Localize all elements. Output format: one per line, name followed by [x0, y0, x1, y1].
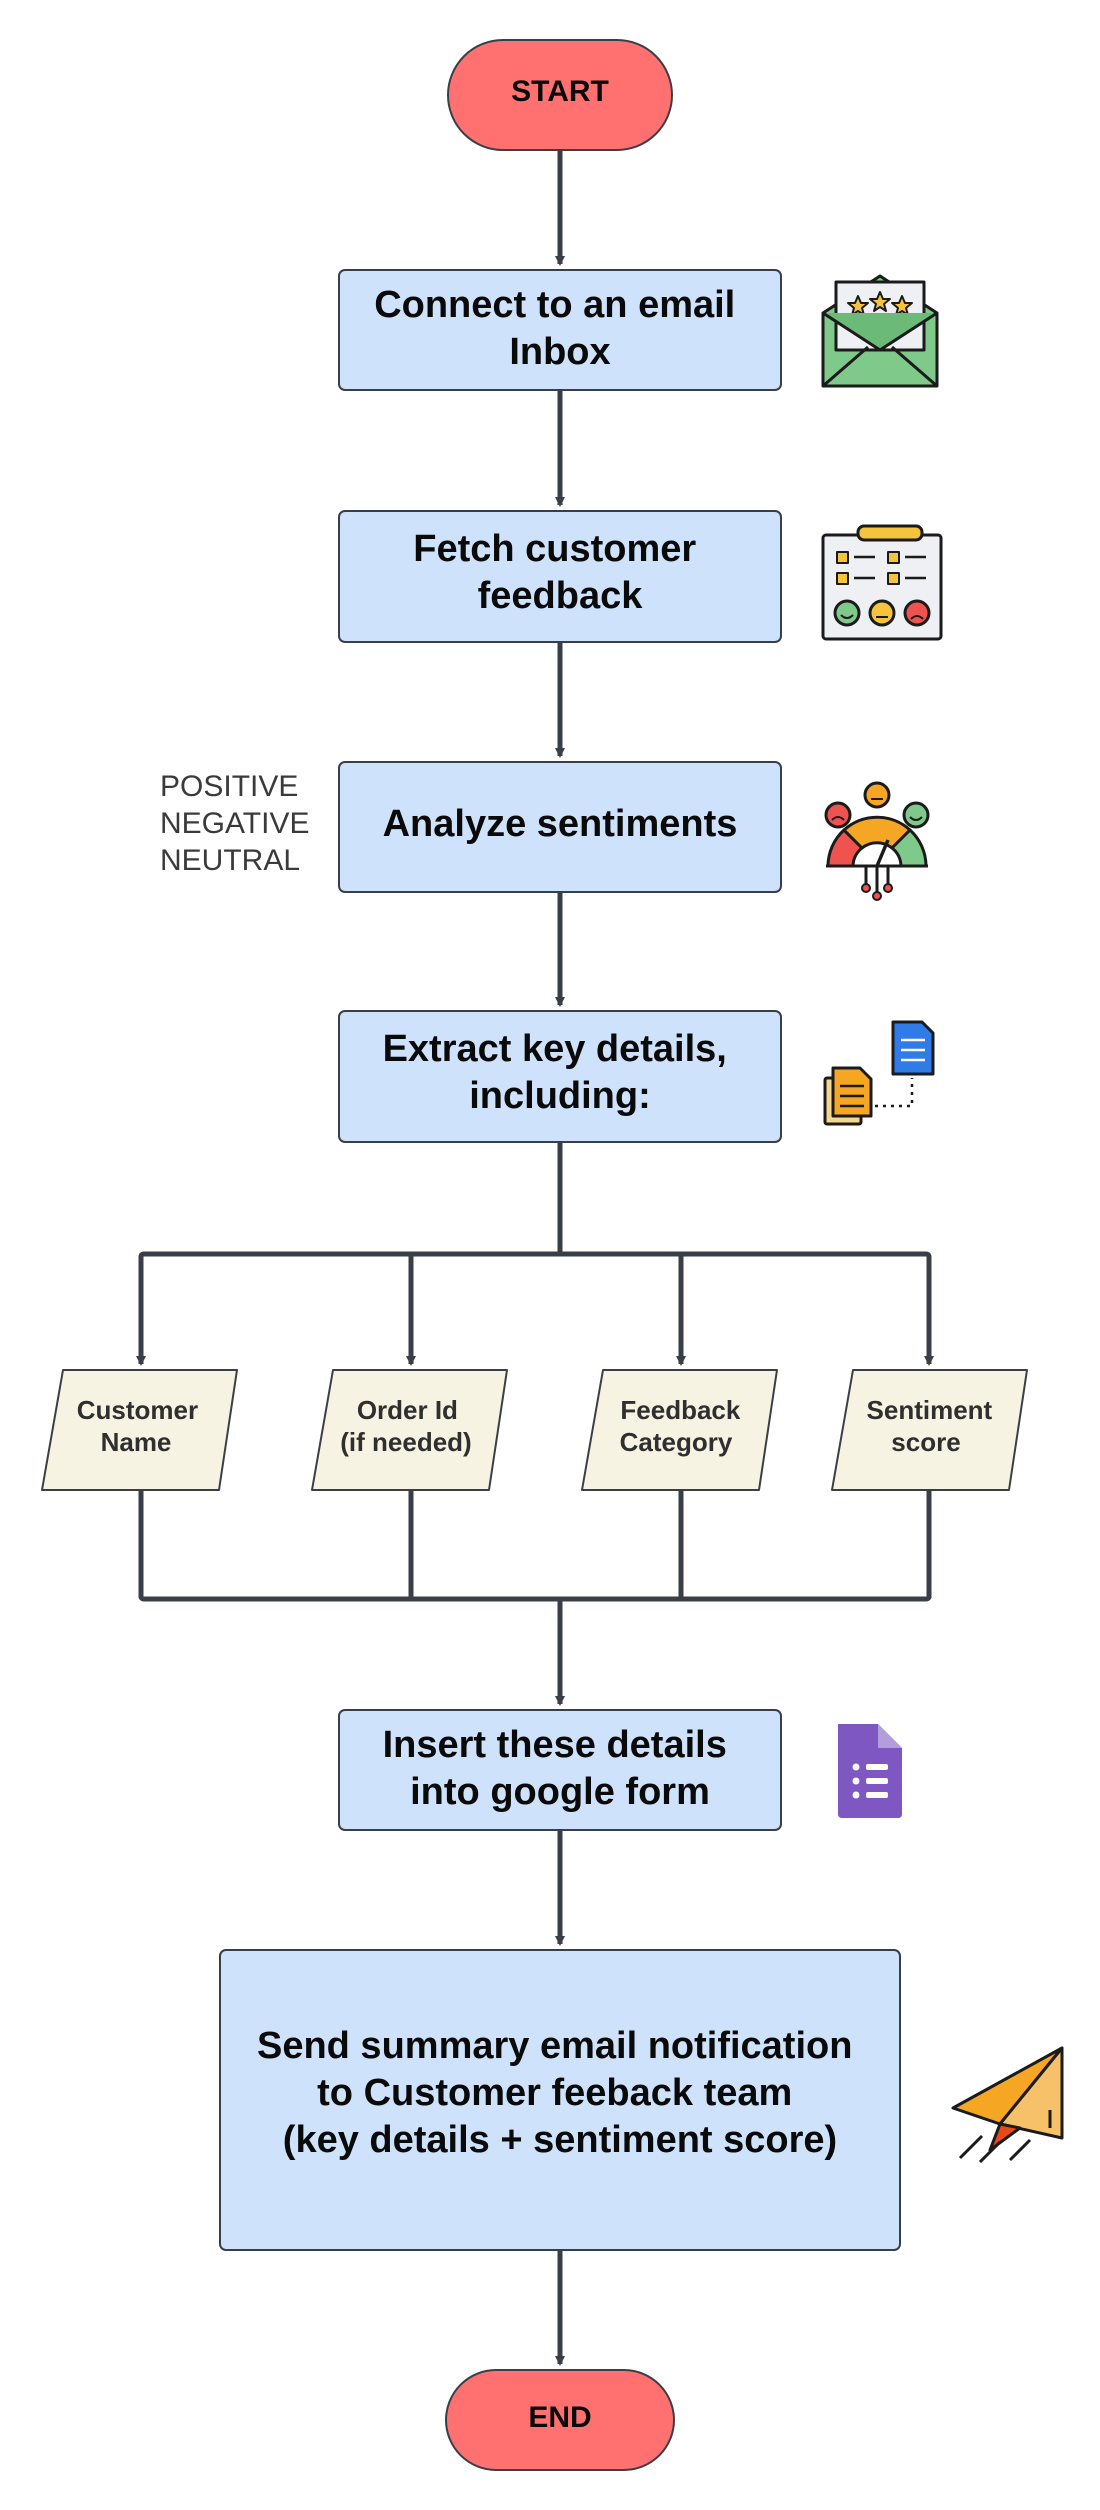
svg-text:Connect to an email Inbo: Connect to an email Inbox — [374, 284, 746, 373]
fetch-line-2: feedback — [478, 575, 644, 617]
svg-text:Order Id (if needed): Order Id (if needed) — [340, 1395, 471, 1457]
step-analyze-sentiments: Analyze sentiments — [338, 761, 782, 893]
analyze-line-1: Analyze sentiments — [383, 803, 738, 845]
insert-line-1: Insert these details — [383, 1724, 727, 1766]
google-forms-icon — [838, 1724, 902, 1818]
svg-text:Sentiment score: Sentiment score — [867, 1395, 1000, 1457]
end-label: END — [528, 2401, 591, 2434]
end-terminal: END — [445, 2369, 675, 2471]
extract-line-1: Extract key details, — [383, 1028, 727, 1070]
order-id-line-2: (if needed) — [340, 1427, 471, 1457]
paper-plane-icon — [951, 2046, 1064, 2164]
detail-feedback-category: Feedback Category — [581, 1369, 778, 1491]
step-send-summary-email: Send summary email notification to Custo… — [219, 1949, 901, 2251]
send-line-1: Send summary email notification — [257, 2025, 852, 2067]
step-insert-google-form: Insert these details into google form — [338, 1709, 782, 1831]
svg-text:Customer Name: Customer Name — [77, 1395, 206, 1457]
svg-text:POSITIVE NEGATIVE: POSITIVE NEGATIVE NEUTRAL — [160, 770, 318, 877]
sentiment-score-line-2: score — [891, 1427, 960, 1457]
sentiment-positive-label: POSITIVE — [160, 770, 298, 803]
customer-name-line-1: Customer — [77, 1395, 198, 1425]
extract-line-2: including: — [469, 1075, 651, 1117]
sentiment-negative-label: NEGATIVE — [160, 807, 309, 840]
send-line-3: (key details + sentiment score) — [283, 2119, 837, 2161]
email-rating-icon — [821, 274, 939, 388]
send-line-2: to Customer feeback team — [317, 2072, 792, 2114]
feedback-category-line-1: Feedback — [620, 1395, 740, 1425]
document-transfer-icon — [823, 1020, 935, 1126]
feedback-category-line-2: Category — [620, 1427, 733, 1457]
fetch-line-1: Fetch customer — [413, 528, 696, 570]
connect-line-1: Connect to an email — [374, 284, 735, 326]
merge-bar — [138, 1595, 932, 1602]
order-id-line-1: Order Id — [357, 1395, 458, 1425]
feedback-checklist-icon — [821, 524, 943, 641]
detail-order-id: Order Id (if needed) — [311, 1369, 508, 1491]
svg-text:Insert these details int: Insert these details into google form — [383, 1724, 738, 1813]
sentiment-neutral-label: NEUTRAL — [160, 844, 300, 877]
step-fetch-feedback: Fetch customer feedback — [338, 510, 782, 643]
sentiment-labels-note: POSITIVE NEGATIVE NEUTRAL — [160, 770, 318, 877]
connect-line-2: Inbox — [509, 331, 610, 373]
customer-name-line-2: Name — [101, 1427, 172, 1457]
connectors — [136, 150, 934, 2366]
step-extract-details: Extract key details, including: — [338, 1010, 782, 1143]
split-bar — [138, 1251, 932, 1258]
sentiment-meter-icon — [824, 781, 930, 901]
svg-text:Analyze sentiments: Analyze sentiments — [383, 803, 738, 845]
step-connect-inbox: Connect to an email Inbox — [338, 269, 782, 391]
svg-text:Extract key details, inc: Extract key details, including: — [383, 1028, 738, 1117]
insert-line-2: into google form — [410, 1771, 710, 1813]
start-terminal: START — [447, 39, 673, 151]
svg-text:Feedback Category: Feedback Category — [620, 1395, 748, 1457]
start-label: START — [511, 75, 609, 108]
detail-sentiment-score: Sentiment score — [831, 1369, 1028, 1491]
sentiment-score-line-1: Sentiment — [867, 1395, 993, 1425]
svg-text:Fetch customer feedback: Fetch customer feedback — [413, 528, 707, 617]
detail-customer-name: Customer Name — [41, 1369, 238, 1491]
svg-text:Send summary email notificatio: Send summary email notification to Custo… — [257, 2025, 863, 2161]
